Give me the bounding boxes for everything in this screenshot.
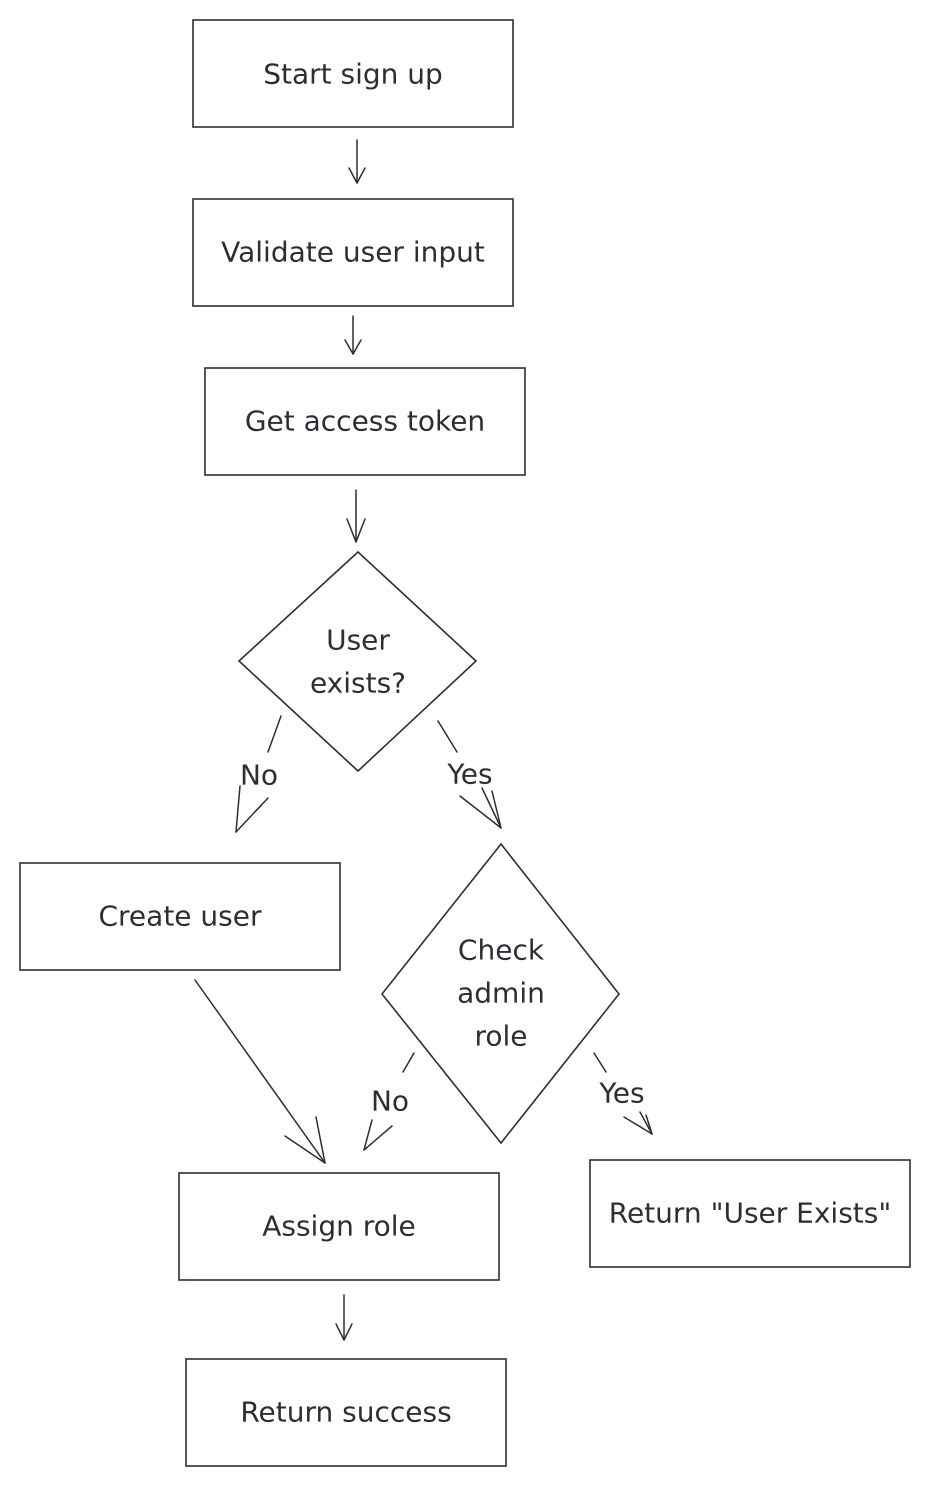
edge-label-yes: Yes bbox=[446, 758, 492, 791]
node-label: Start sign up bbox=[263, 58, 443, 91]
node-label: Return success bbox=[240, 1396, 451, 1429]
connector-line bbox=[267, 715, 282, 753]
edge-start-to-validate bbox=[348, 139, 366, 184]
arrowhead bbox=[363, 1125, 393, 1151]
process-box bbox=[19, 862, 341, 971]
process-box bbox=[192, 198, 514, 307]
edge-check-admin-yes: Yes bbox=[593, 1052, 653, 1135]
connector-line bbox=[481, 787, 502, 829]
node-label-line-2: admin bbox=[457, 977, 545, 1010]
node-label-line-3: role bbox=[474, 1020, 527, 1053]
arrowhead bbox=[623, 1114, 653, 1135]
node-assign-role: Assign role bbox=[178, 1172, 500, 1281]
edge-check-admin-no: No bbox=[363, 1052, 415, 1151]
node-start-sign-up: Start sign up bbox=[192, 19, 514, 128]
node-user-exists-decision: User exists? bbox=[237, 550, 478, 773]
connector-line bbox=[235, 785, 241, 833]
edge-token-to-user-exists bbox=[346, 489, 366, 543]
node-label: Assign role bbox=[262, 1210, 416, 1243]
node-label-line-2: exists? bbox=[310, 667, 406, 700]
connector-line bbox=[593, 1052, 607, 1073]
process-box bbox=[178, 1172, 500, 1281]
edge-label-no: No bbox=[240, 759, 278, 792]
edge-label-yes: Yes bbox=[598, 1077, 644, 1110]
connector-line bbox=[437, 720, 458, 753]
node-label: Return "User Exists" bbox=[609, 1197, 892, 1230]
decision-diamond bbox=[380, 842, 621, 1145]
arrowhead bbox=[235, 797, 269, 833]
node-return-user-exists: Return "User Exists" bbox=[589, 1159, 911, 1268]
process-box bbox=[192, 19, 514, 128]
node-label-line-1: Check bbox=[458, 934, 545, 967]
process-box bbox=[185, 1358, 507, 1467]
edge-create-user-to-assign-role bbox=[194, 979, 326, 1164]
node-label: Get access token bbox=[245, 405, 485, 438]
process-box bbox=[204, 367, 526, 476]
arrowhead bbox=[344, 339, 362, 355]
arrowhead bbox=[348, 167, 366, 184]
node-label: Validate user input bbox=[221, 236, 485, 269]
node-label: Create user bbox=[98, 900, 261, 933]
arrowhead bbox=[346, 518, 366, 543]
node-return-success: Return success bbox=[185, 1358, 507, 1467]
arrowhead bbox=[284, 1116, 326, 1164]
connector-line bbox=[639, 1111, 653, 1135]
connector-line bbox=[402, 1052, 415, 1073]
decision-diamond bbox=[237, 550, 478, 773]
arrowhead bbox=[459, 790, 502, 829]
connector-line bbox=[194, 979, 326, 1164]
node-validate-user-input: Validate user input bbox=[192, 198, 514, 307]
edge-validate-to-token bbox=[344, 315, 362, 355]
process-box bbox=[589, 1159, 911, 1268]
node-check-admin-role-decision: Check admin role bbox=[380, 842, 621, 1145]
node-label-line-1: User bbox=[326, 624, 390, 657]
arrowhead bbox=[335, 1323, 353, 1341]
edge-assign-role-to-return-success bbox=[335, 1294, 353, 1341]
node-get-access-token: Get access token bbox=[204, 367, 526, 476]
connector-line bbox=[363, 1119, 373, 1151]
edge-label-no: No bbox=[371, 1085, 409, 1118]
node-create-user: Create user bbox=[19, 862, 341, 971]
edge-user-exists-no: No bbox=[235, 715, 282, 833]
edge-user-exists-yes: Yes bbox=[437, 720, 502, 829]
